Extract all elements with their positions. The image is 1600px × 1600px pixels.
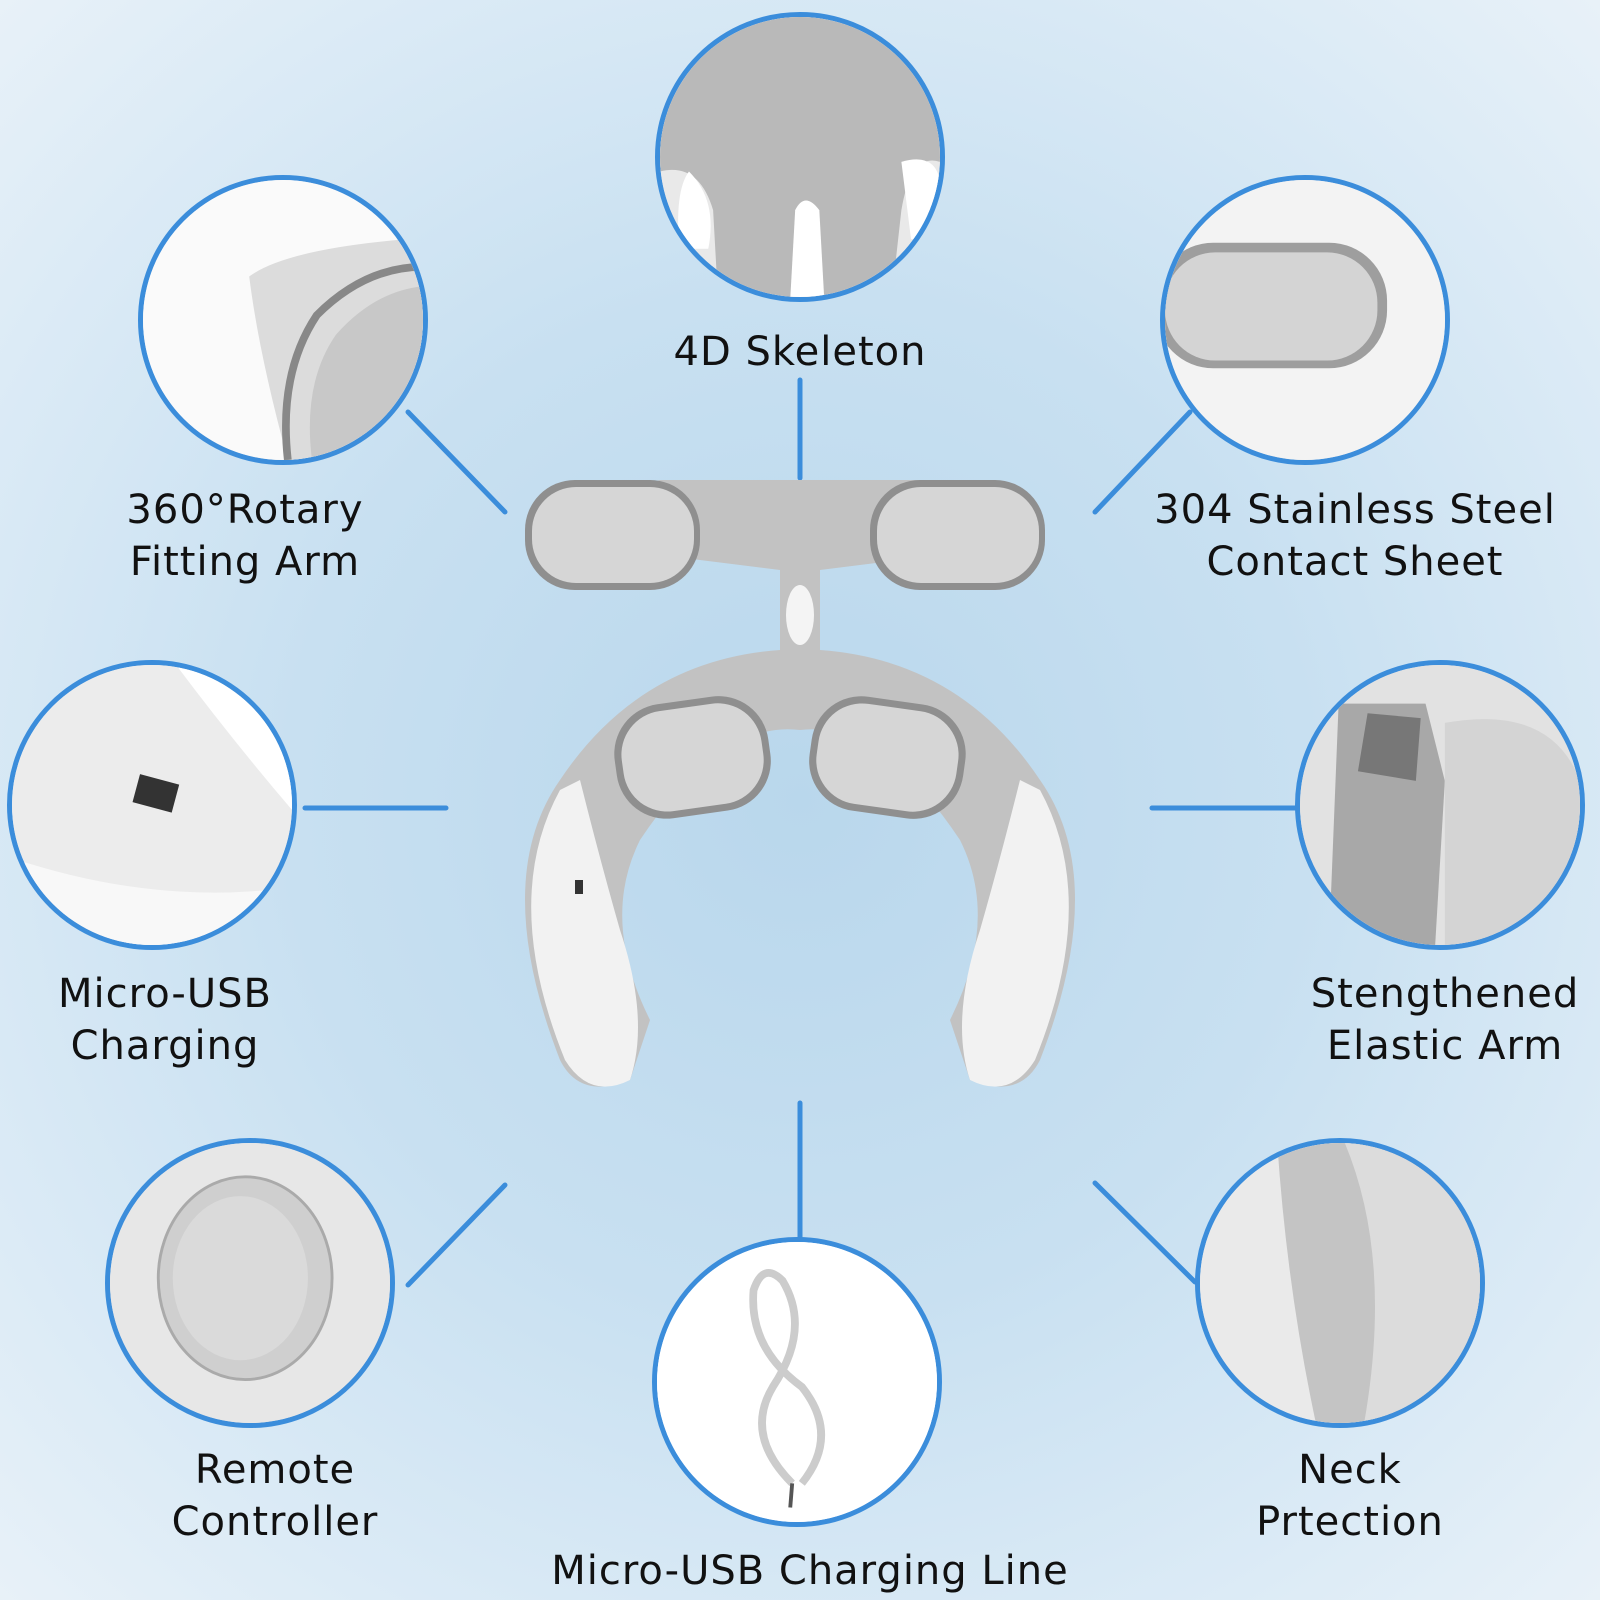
elastic-arm-closeup: [1295, 660, 1585, 950]
label-neck-protection: Neck Prtection: [1200, 1444, 1500, 1548]
label-strengthened-elastic-arm: Stengthened Elastic Arm: [1290, 968, 1600, 1072]
label-line: Stengthened: [1310, 971, 1580, 1017]
label-line: Fitting Arm: [129, 539, 361, 585]
label-line: Charging: [70, 1023, 260, 1069]
label-line: 304 Stainless Steel: [1154, 487, 1556, 533]
label-line: 360°Rotary: [126, 487, 364, 533]
label-line: Remote: [194, 1447, 356, 1493]
label-line: Controller: [171, 1499, 379, 1545]
label-line: 4D Skeleton: [673, 329, 927, 375]
usb-port-closeup: [7, 660, 297, 950]
label-micro-usb-charging-line: Micro-USB Charging Line: [500, 1545, 1120, 1597]
neck-protection-closeup: [1195, 1138, 1485, 1428]
remote-controller-closeup: [105, 1138, 395, 1428]
neck-massager-product: [525, 480, 1075, 1087]
label-line: Micro-USB: [58, 971, 272, 1017]
label-rotary-fitting-arm: 360°Rotary Fitting Arm: [90, 484, 400, 588]
label-line: Neck: [1298, 1447, 1402, 1493]
label-line: Prtection: [1256, 1499, 1444, 1545]
label-micro-usb-charging: Micro-USB Charging: [20, 968, 310, 1072]
label-4d-skeleton: 4D Skeleton: [600, 326, 1000, 378]
label-line: Micro-USB Charging Line: [551, 1548, 1069, 1594]
label-line: Elastic Arm: [1326, 1023, 1564, 1069]
label-stainless-steel-contact-sheet: 304 Stainless Steel Contact Sheet: [1120, 484, 1590, 588]
charging-cable-closeup: [652, 1237, 942, 1527]
steel-sheet-closeup: [1160, 175, 1450, 465]
skeleton-closeup: [655, 12, 945, 302]
rotary-arm-closeup: [138, 175, 428, 465]
label-remote-controller: Remote Controller: [120, 1444, 430, 1548]
label-line: Contact Sheet: [1206, 539, 1504, 585]
